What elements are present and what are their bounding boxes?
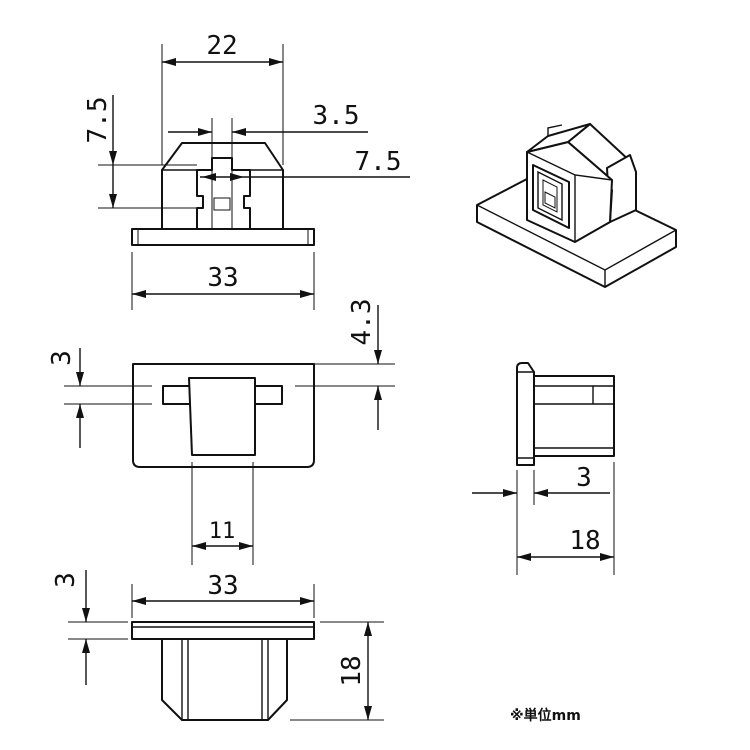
top-view: 3 4.3 11 xyxy=(47,299,395,565)
dim-boss-width: 11 xyxy=(209,519,236,544)
dim-height-upper: 7.5 xyxy=(83,97,113,144)
dim-bottom-height: 18 xyxy=(337,655,367,686)
dim-base-width: 33 xyxy=(207,263,238,293)
side-view: 3 18 xyxy=(472,362,615,575)
front-base-plate xyxy=(131,228,315,246)
dim-side-base-thickness: 3 xyxy=(576,463,592,493)
isometric-view xyxy=(476,123,677,288)
dim-top-base-thickness: 3 xyxy=(47,350,77,366)
front-view: 22 7.5 3.5 7.5 33 xyxy=(83,31,410,310)
dim-slot-width: 3.5 xyxy=(313,101,360,131)
unit-note: ※単位mm xyxy=(510,707,581,724)
dim-bottom-base-thickness: 3 xyxy=(51,572,81,588)
dim-top-offset: 4.3 xyxy=(347,299,377,346)
dim-width-top: 22 xyxy=(206,31,237,61)
dim-slot-height: 7.5 xyxy=(355,147,402,177)
dim-bottom-width: 33 xyxy=(207,571,238,601)
bottom-view: 3 33 18 xyxy=(51,570,384,721)
dim-side-depth: 18 xyxy=(569,526,600,556)
